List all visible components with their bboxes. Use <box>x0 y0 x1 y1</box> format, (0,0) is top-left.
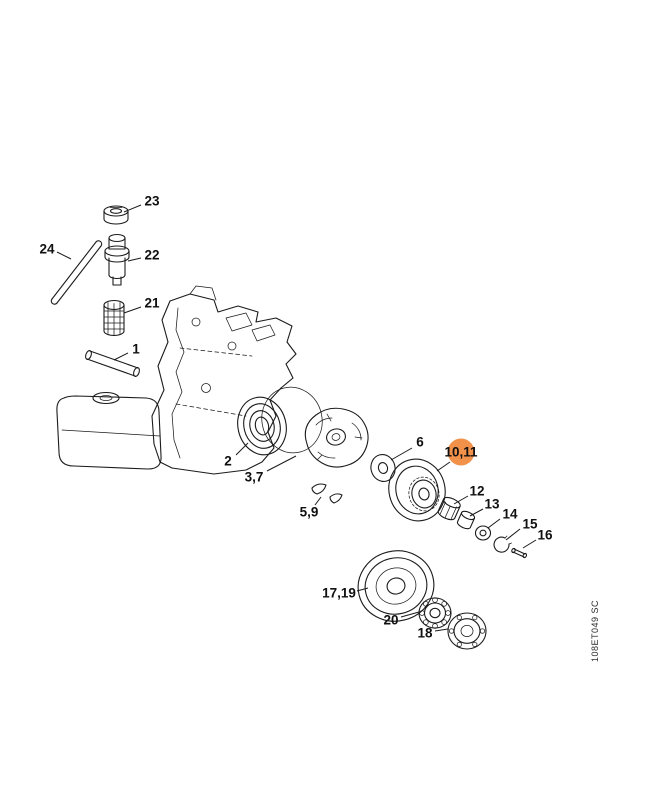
diagram-reference-code: 108ET049 SC <box>590 600 600 662</box>
part-label-20[interactable]: 20 <box>383 613 398 628</box>
part-callout-16[interactable]: 16 <box>522 528 553 549</box>
part-label-21[interactable]: 21 <box>144 296 160 311</box>
part-callout-3,7[interactable]: 3,7 <box>245 455 297 485</box>
part-art-pin-16 <box>511 547 528 559</box>
part-callout-10,11[interactable]: 10,11 <box>436 438 478 472</box>
part-art-cap-23 <box>103 205 129 225</box>
part-callout-24[interactable]: 24 <box>39 242 72 260</box>
part-callout-12[interactable]: 12 <box>453 484 485 505</box>
part-label-24[interactable]: 24 <box>39 242 55 257</box>
part-label-23[interactable]: 23 <box>144 194 160 209</box>
part-callout-15[interactable]: 15 <box>505 517 538 541</box>
part-art-sprocket-18 <box>447 612 487 650</box>
leader-line-20 <box>400 611 420 618</box>
part-art-needle-cage-12 <box>437 496 461 521</box>
leader-line-3,7 <box>266 455 297 472</box>
part-callout-6[interactable]: 6 <box>390 435 424 461</box>
leader-line-13 <box>469 508 484 517</box>
part-art-hose-24 <box>50 240 103 305</box>
part-label-15[interactable]: 15 <box>522 517 538 532</box>
part-art-washer-14 <box>474 525 492 541</box>
part-callout-2[interactable]: 2 <box>224 442 249 469</box>
leader-line-18 <box>434 628 449 632</box>
part-label-22[interactable]: 22 <box>144 248 159 263</box>
part-art-shoes-59 <box>311 483 343 504</box>
part-label-1[interactable]: 1 <box>132 342 140 357</box>
part-callout-23[interactable]: 23 <box>123 194 160 213</box>
part-callout-18[interactable]: 18 <box>417 626 449 641</box>
part-art-clip-15 <box>493 535 512 553</box>
part-callout-1[interactable]: 1 <box>113 342 140 361</box>
part-art-filter-21 <box>103 299 125 337</box>
part-callout-21[interactable]: 21 <box>123 296 160 314</box>
leader-line-14 <box>487 518 501 529</box>
part-callout-20[interactable]: 20 <box>383 611 420 628</box>
part-art-drum-1011 <box>388 458 446 522</box>
diagram-line-art <box>50 205 528 650</box>
part-art-sleeve-13 <box>456 510 476 530</box>
part-label-12[interactable]: 12 <box>469 484 484 499</box>
part-label-18[interactable]: 18 <box>417 626 433 641</box>
part-label-10,11[interactable]: 10,11 <box>444 445 478 460</box>
leader-line-22 <box>127 257 142 262</box>
part-art-bearing-20 <box>418 597 452 629</box>
highlight-circle <box>447 438 475 466</box>
leader-line-10,11 <box>436 461 451 472</box>
leader-line-23 <box>123 204 142 213</box>
part-art-washers-2 <box>237 396 287 456</box>
part-label-5,9[interactable]: 5,9 <box>300 505 319 520</box>
leader-line-16 <box>522 539 537 549</box>
part-label-13[interactable]: 13 <box>484 497 500 512</box>
part-callout-17,19[interactable]: 17,19 <box>322 586 369 601</box>
part-label-14[interactable]: 14 <box>502 507 518 522</box>
part-callout-22[interactable]: 22 <box>127 248 160 263</box>
part-label-17,19[interactable]: 17,19 <box>322 586 356 601</box>
part-callout-14[interactable]: 14 <box>487 507 518 529</box>
part-label-16[interactable]: 16 <box>537 528 553 543</box>
leader-line-21 <box>123 306 142 314</box>
part-art-crankcase <box>56 285 323 475</box>
leader-line-17,19 <box>356 587 369 592</box>
part-label-6[interactable]: 6 <box>416 435 424 450</box>
leader-line-15 <box>505 528 521 541</box>
part-art-rim-drum-1719 <box>357 550 435 622</box>
part-callout-5,9[interactable]: 5,9 <box>300 496 322 520</box>
leader-line-6 <box>390 447 413 461</box>
leader-line-1 <box>113 352 129 361</box>
part-art-washer-6 <box>370 454 396 482</box>
part-art-clutch-37 <box>304 407 369 468</box>
part-callout-13[interactable]: 13 <box>469 497 500 517</box>
leader-line-5,9 <box>314 496 322 506</box>
part-label-2[interactable]: 2 <box>224 454 232 469</box>
leader-line-2 <box>235 442 249 456</box>
part-art-valve-22 <box>104 233 130 286</box>
leader-line-12 <box>453 495 469 505</box>
part-label-3,7[interactable]: 3,7 <box>245 470 264 485</box>
leader-line-24 <box>56 251 72 260</box>
